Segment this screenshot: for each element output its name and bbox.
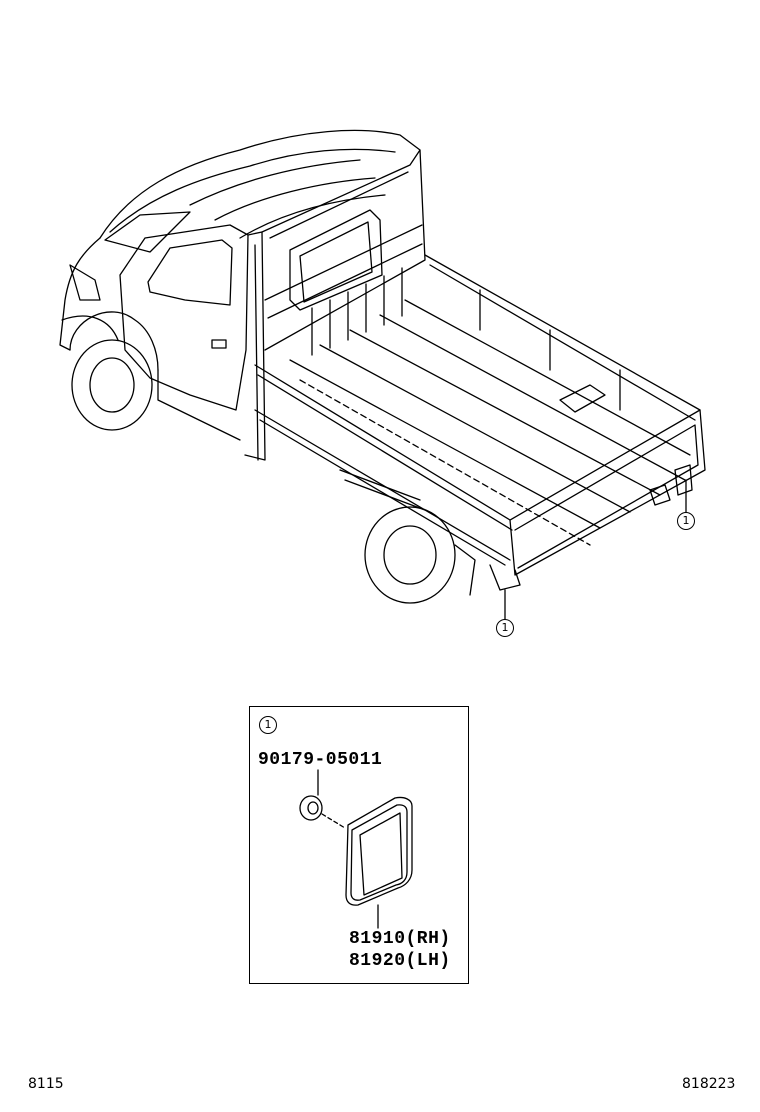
detail-callout: 1 xyxy=(259,716,277,734)
part-number-clip[interactable]: 90179-05011 xyxy=(258,750,383,770)
cargo-bed xyxy=(254,254,706,591)
part-number-rh[interactable]: 81910(RH) xyxy=(349,929,451,949)
detail-box: 1 xyxy=(249,706,469,984)
footer-left-code: 8115 xyxy=(28,1076,64,1092)
callout-leaders xyxy=(504,479,687,621)
clip-grommet-icon xyxy=(299,795,323,821)
callout-marker-rear-right: 1 xyxy=(677,512,695,530)
cab-outline xyxy=(59,129,421,461)
front-wheel xyxy=(71,339,153,431)
rear-wheel xyxy=(364,506,476,604)
detail-parts xyxy=(299,769,413,929)
rubber-cap-icon xyxy=(345,796,413,906)
part-number-lh[interactable]: 81920(LH) xyxy=(349,951,451,971)
footer-right-code: 818223 xyxy=(682,1076,736,1092)
cab-guard-frame xyxy=(261,149,426,356)
callout-marker-rear-left: 1 xyxy=(496,619,514,637)
